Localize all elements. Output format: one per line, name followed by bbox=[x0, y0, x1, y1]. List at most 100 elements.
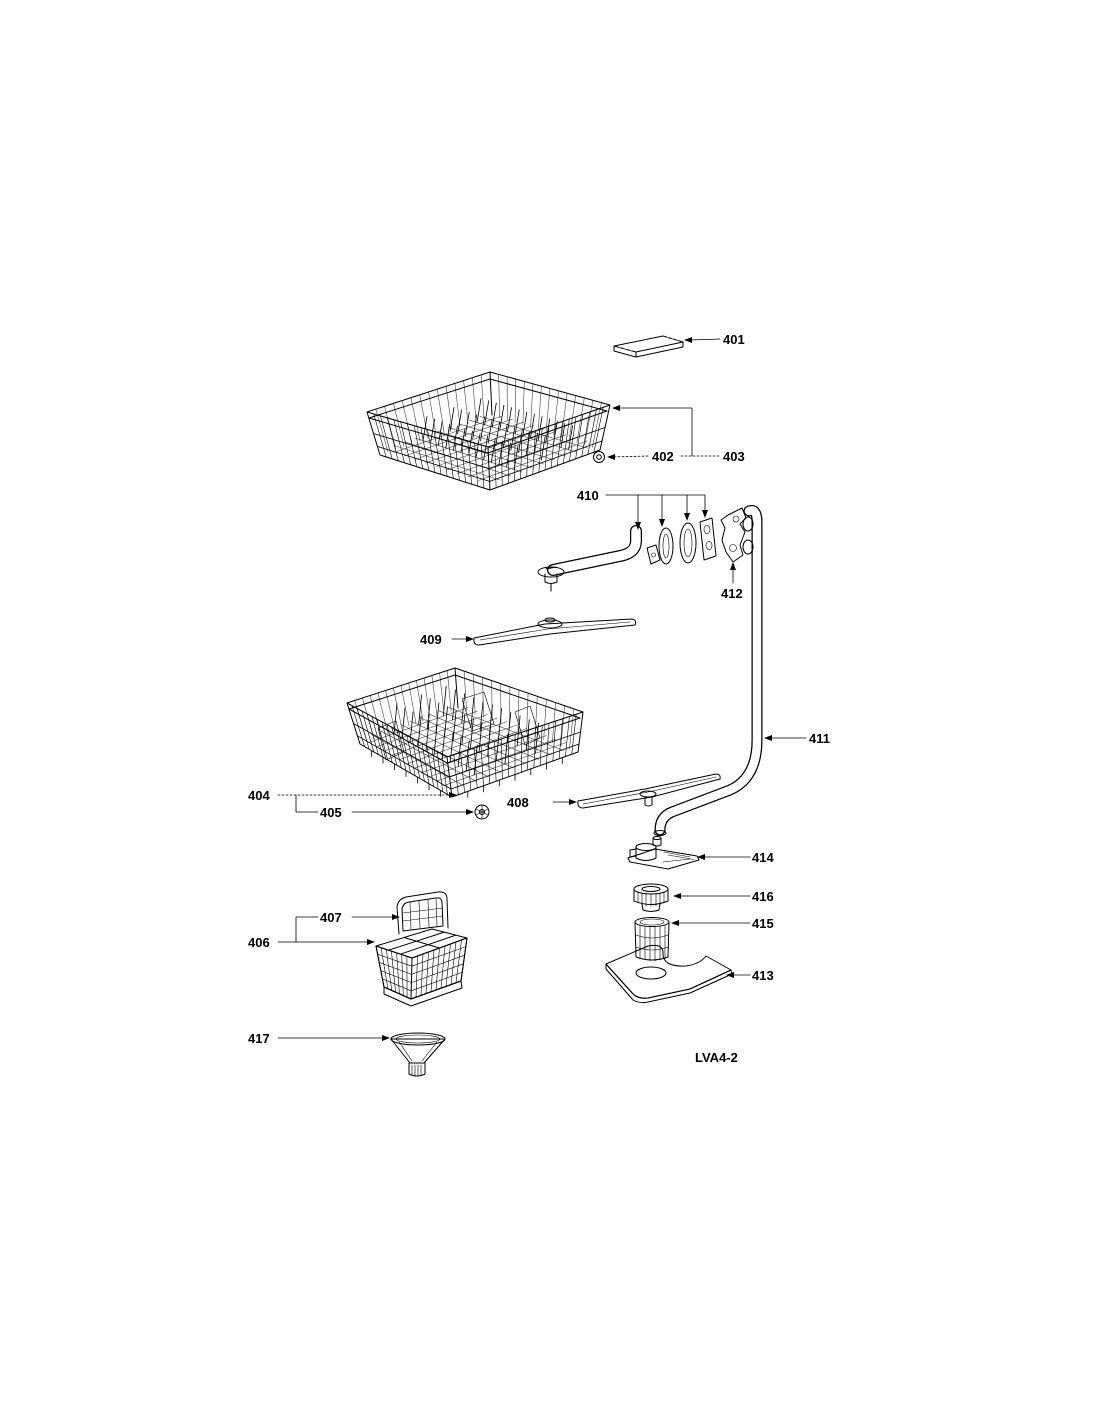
funnel-spout-ribs bbox=[411, 1064, 422, 1077]
lower-wash-arm-hub bbox=[639, 790, 657, 798]
mesh-filter-body bbox=[634, 921, 670, 961]
callout-416: 416 bbox=[752, 889, 774, 904]
part-406-cutlery-basket bbox=[375, 891, 468, 1007]
part-408-lower-wash-arm bbox=[577, 773, 721, 809]
arm-support-ribs bbox=[662, 851, 695, 863]
funnel-spout bbox=[408, 1062, 426, 1077]
callout-415: 415 bbox=[752, 916, 774, 931]
part-401-edges bbox=[613, 341, 684, 358]
callout-416-group: 416 bbox=[673, 889, 774, 904]
cutlery-basket-frame bbox=[375, 937, 468, 1000]
callout-412: 412 bbox=[721, 586, 743, 601]
callout-410-leader bbox=[605, 494, 706, 525]
callout-413-arrowhead bbox=[726, 972, 734, 978]
filter-cap-neck bbox=[641, 903, 661, 912]
mesh-filter-rim-inner bbox=[639, 918, 665, 926]
upper-wash-arm-body bbox=[473, 618, 637, 646]
filter-cap-top-inner bbox=[641, 886, 661, 892]
callout-413-group: 413 bbox=[726, 968, 774, 983]
callout-402-group: 402 bbox=[607, 449, 674, 464]
filter-cap-top bbox=[633, 883, 669, 895]
pipe-boss-upper bbox=[742, 516, 754, 532]
callout-409: 409 bbox=[420, 632, 442, 647]
callout-402: 402 bbox=[652, 449, 674, 464]
clip-hole-top bbox=[732, 515, 740, 523]
callout-411-arrowhead bbox=[764, 735, 772, 741]
callout-410: 410 bbox=[577, 488, 599, 503]
part-403-upper-basket bbox=[366, 371, 611, 491]
part-417-salt-funnel bbox=[390, 1032, 446, 1077]
part-407-handle-grid bbox=[402, 898, 444, 930]
filter-plate-hole bbox=[635, 966, 667, 980]
callout-407-group: 407 bbox=[320, 910, 400, 925]
callout-414-arrowhead bbox=[697, 854, 705, 860]
part-414-arm-support bbox=[627, 836, 700, 870]
seal-ring-outer-inner bbox=[662, 533, 670, 559]
part-405-wheel-hub bbox=[479, 809, 485, 815]
part-409-upper-wash-arm bbox=[473, 617, 637, 646]
callout-409-group: 409 bbox=[420, 632, 474, 647]
callout-411: 411 bbox=[809, 731, 830, 746]
pipe-end-connector bbox=[653, 830, 667, 836]
filter-cap-ribs bbox=[637, 891, 665, 907]
arm-support-hub-top bbox=[635, 843, 657, 851]
funnel-cone-shading bbox=[398, 1041, 438, 1062]
callout-405: 405 bbox=[320, 805, 342, 820]
callout-415-group: 415 bbox=[671, 916, 774, 931]
callout-406-arrowhead bbox=[367, 939, 375, 945]
seal-ring-outer bbox=[658, 527, 674, 565]
lower-wash-arm-nozzle bbox=[644, 796, 653, 807]
callout-414: 414 bbox=[752, 850, 774, 865]
clip-body bbox=[720, 507, 747, 563]
callout-404-arrowhead bbox=[449, 792, 457, 798]
arm-support-hub-body bbox=[635, 846, 657, 861]
callout-417-arrowhead bbox=[382, 1035, 390, 1041]
callout-404-405-bracket bbox=[295, 794, 319, 813]
seal-ring-dark bbox=[679, 522, 697, 564]
upper-spray-nozzle bbox=[545, 566, 557, 592]
callout-401-arrowhead bbox=[684, 337, 692, 343]
arm-support-top-nub bbox=[652, 837, 662, 847]
callout-411-group: 411 bbox=[764, 731, 830, 746]
callout-403: 403 bbox=[723, 449, 745, 464]
callout-412-arrowhead bbox=[730, 562, 736, 570]
part-415-mesh-filter bbox=[634, 917, 670, 962]
lower-wash-arm-ridge bbox=[582, 776, 717, 805]
part-405-wheel-spokes bbox=[475, 804, 489, 820]
callout-408-arrowhead bbox=[569, 799, 577, 805]
part-402-wheel-hub bbox=[596, 454, 602, 460]
lower-basket-tines bbox=[393, 685, 539, 776]
callout-407: 407 bbox=[320, 910, 342, 925]
part-407-handle-outer bbox=[396, 891, 449, 935]
callout-405-group: 405 bbox=[320, 805, 474, 820]
callout-406: 406 bbox=[248, 935, 270, 950]
callout-407-arrowhead bbox=[392, 914, 400, 920]
part-410-upper-spray-assembly bbox=[537, 517, 717, 592]
callout-417-group: 417 bbox=[248, 1031, 390, 1046]
part-402-wheel bbox=[593, 451, 605, 463]
part-401-body bbox=[613, 335, 684, 358]
mounting-bracket-holes bbox=[703, 525, 713, 550]
mesh-filter-mesh bbox=[635, 924, 669, 962]
callout-401-leader bbox=[689, 338, 721, 341]
callout-406-407-bracket bbox=[295, 916, 319, 943]
part-401-slats bbox=[619, 337, 679, 351]
upper-wash-arm-hub bbox=[537, 619, 563, 629]
part-412-clip bbox=[720, 507, 747, 563]
spray-connector-block bbox=[646, 544, 661, 565]
callout-402-leader bbox=[611, 455, 649, 458]
cutlery-basket-dividers bbox=[388, 931, 457, 955]
spray-connector-block-hole bbox=[651, 552, 656, 558]
callout-403-leader bbox=[617, 407, 693, 457]
funnel-rim-inner bbox=[395, 1034, 441, 1044]
callout-402-arrowhead bbox=[607, 454, 615, 460]
callout-404: 404 bbox=[248, 788, 270, 803]
callout-414-group: 414 bbox=[697, 850, 774, 865]
callout-416-arrowhead bbox=[673, 893, 681, 899]
callout-401: 401 bbox=[723, 332, 745, 347]
upper-spray-hub bbox=[537, 566, 565, 578]
upper-spray-tube-bore bbox=[548, 526, 641, 575]
part-411-feed-pipe bbox=[653, 505, 763, 836]
